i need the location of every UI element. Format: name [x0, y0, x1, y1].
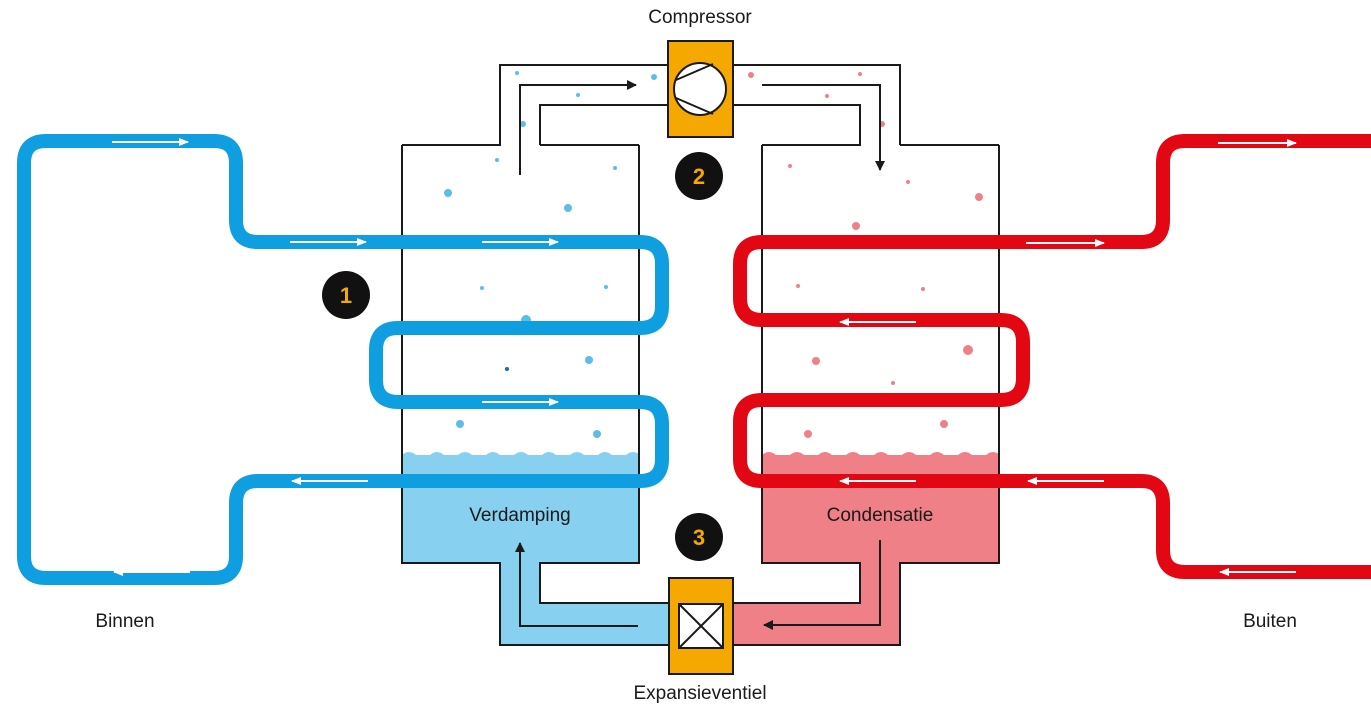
flow-arrow-icon [519, 80, 637, 175]
valve-x-icon [678, 603, 724, 649]
step-number: 3 [693, 525, 705, 550]
compressor-icon [673, 62, 727, 116]
condenser-bubbles [748, 72, 983, 438]
refrigerant-flow-arrows [515, 80, 885, 630]
expansion-valve-label: Expansieventiel [633, 683, 766, 704]
evaporator-bubbles [439, 71, 657, 438]
flow-arrow-icon [763, 540, 881, 630]
outside-label: Buiten [1243, 611, 1297, 632]
flow-arrow-icon [762, 84, 885, 171]
step-badge-1: 1 [322, 271, 370, 319]
flow-arrow-icon [515, 542, 638, 627]
cold-loop-arrows [112, 138, 559, 576]
inside-label: Binnen [95, 611, 154, 632]
step-number: 2 [693, 164, 705, 189]
compressor [667, 40, 734, 138]
hot-loop-arrows [839, 139, 1297, 576]
hot-water-loop [733, 134, 1371, 579]
step-number: 1 [340, 283, 352, 308]
step-badge-2: 2 [675, 152, 723, 200]
compressor-label: Compressor [648, 7, 752, 28]
condensation-label: Condensatie [827, 505, 934, 526]
evaporator-tank [401, 64, 901, 646]
cold-water-loop [17, 134, 669, 585]
expansion-valve [668, 577, 734, 675]
evaporation-label: Verdamping [469, 505, 570, 526]
step-badge-3: 3 [675, 513, 723, 561]
